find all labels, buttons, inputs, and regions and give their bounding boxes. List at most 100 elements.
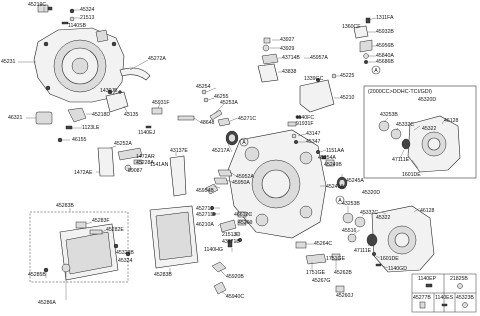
part-45264c xyxy=(295,241,307,249)
label-45272a: 45272A xyxy=(148,56,166,62)
label-46155: 46155 xyxy=(72,137,87,143)
label-45931f: 45931F xyxy=(152,100,170,106)
filter-45283f xyxy=(75,221,87,229)
legend-cell-3: 45277B xyxy=(413,295,431,301)
label-45920b: 45920B xyxy=(226,274,244,280)
label-45950a: 45950A xyxy=(232,180,250,186)
label-45952a: 45952A xyxy=(236,174,254,180)
label-45283f: 45283F xyxy=(92,218,110,224)
part-46612c xyxy=(237,211,247,218)
valve-body xyxy=(149,205,199,269)
bolt-1123le xyxy=(65,125,73,130)
label-45323b: 45323B xyxy=(116,250,134,256)
label-1140sb: 1140SB xyxy=(68,23,87,29)
label-45283b: 45283B xyxy=(56,203,74,209)
label-1751ge-b: 1751GE xyxy=(306,270,326,276)
converter-housing xyxy=(33,27,125,103)
sensor-45932b xyxy=(353,25,369,39)
plug-45249b xyxy=(325,159,335,167)
inset-title: (2000CC>DOHC-TCI/GDI) xyxy=(368,89,432,95)
label-45253a: 45253A xyxy=(220,100,238,106)
inset-label-1601de: 1601DE xyxy=(402,172,421,178)
part-48648 xyxy=(177,115,195,121)
bolt-45324 xyxy=(69,8,75,14)
callout-a-2: A xyxy=(371,65,381,75)
label-45262b: 45262B xyxy=(334,270,352,276)
callout-a-2-text: A xyxy=(374,68,378,74)
part-45260 xyxy=(237,219,247,226)
part-45254 xyxy=(201,89,207,95)
legend-cell-2: 21825B xyxy=(450,276,468,282)
label-46612c: 46612C xyxy=(234,212,252,218)
inset-label-43253b: 43253B xyxy=(380,112,398,118)
part-45931f xyxy=(151,107,163,115)
bolt-45323b xyxy=(113,243,119,249)
inset-label-47111e: 47111E xyxy=(392,157,410,163)
transaxle-case xyxy=(227,129,327,239)
part-89087 xyxy=(124,164,132,172)
bolt-1140hg xyxy=(227,239,233,248)
part-45516 xyxy=(347,233,357,243)
washer-21513 xyxy=(69,16,75,22)
label-46210a: 46210A xyxy=(196,222,214,228)
label-1360cf: 1360CF xyxy=(342,24,360,30)
label-1472ar: 1472AR xyxy=(136,154,155,160)
bracket-45210 xyxy=(299,79,335,113)
label-45271c: 45271C xyxy=(238,116,256,122)
label-1601de: 1601DE xyxy=(380,256,399,262)
part-46255 xyxy=(203,97,209,103)
label-45245a: 45245A xyxy=(346,178,364,184)
bolt-1140ej xyxy=(145,125,152,129)
label-45954b: 45954B xyxy=(196,188,214,194)
label-46128: 46128 xyxy=(420,208,435,214)
legend-cell-4: 1140ES xyxy=(435,295,454,301)
part-labels: 45219C 45324 21513 1140SB 45231 45272A 1… xyxy=(1,2,474,306)
bolt-1339gc xyxy=(316,77,321,82)
bolt-1360cf xyxy=(365,17,371,24)
sensor-45920b xyxy=(211,261,227,273)
sensor-45219c xyxy=(37,4,53,13)
label-43929: 43929 xyxy=(280,46,295,52)
part-45952a xyxy=(217,169,233,177)
label-1140ej: 1140EJ xyxy=(138,130,156,136)
oil-seal-46321 xyxy=(35,111,53,125)
inset-label-45332c: 45332C xyxy=(396,122,414,128)
label-45260j: 45260J xyxy=(336,293,353,299)
label-45516: 45516 xyxy=(342,228,357,234)
label-48648: 48648 xyxy=(200,120,215,126)
label-1311fa: 1311FA xyxy=(376,15,394,21)
label-43253b: 43253B xyxy=(342,201,360,207)
oil-seal-45217a xyxy=(225,130,239,146)
label-46255: 46255 xyxy=(214,94,229,100)
part-45956b xyxy=(359,39,373,53)
leader-lines xyxy=(18,7,447,300)
plug-1151aa xyxy=(316,149,321,154)
label-1123le: 1123LE xyxy=(82,125,100,131)
label-1751ge: 1751GE xyxy=(326,256,346,262)
label-45324b: 45324 xyxy=(118,258,133,264)
label-1141an: 1141AN xyxy=(150,162,169,168)
label-45840a: 45840A xyxy=(376,53,394,59)
label-45320d: 45320D xyxy=(362,190,380,196)
label-45347: 45347 xyxy=(306,139,321,145)
label-43838: 43838 xyxy=(282,69,297,75)
legend-table xyxy=(411,273,477,313)
part-45950a xyxy=(213,177,229,185)
label-45271d-b: 45271D xyxy=(196,212,214,218)
part-45840a xyxy=(363,53,369,59)
label-45282e: 45282E xyxy=(106,227,124,233)
label-45324: 45324 xyxy=(80,7,95,13)
label-21513: 21513 xyxy=(80,15,95,21)
plug-45347 xyxy=(294,139,299,144)
part-43929 xyxy=(262,44,270,52)
part-45228a xyxy=(133,159,143,165)
label-45219c: 45219C xyxy=(28,2,46,8)
plug-45254a xyxy=(321,155,327,160)
inset-label-45322: 45322 xyxy=(422,126,437,132)
bracket-45252a xyxy=(97,147,187,197)
part-45271c xyxy=(217,117,231,127)
pump-cover-43135 xyxy=(105,91,129,113)
shaft-45253a xyxy=(209,109,223,121)
bolt-45271d xyxy=(210,206,214,210)
